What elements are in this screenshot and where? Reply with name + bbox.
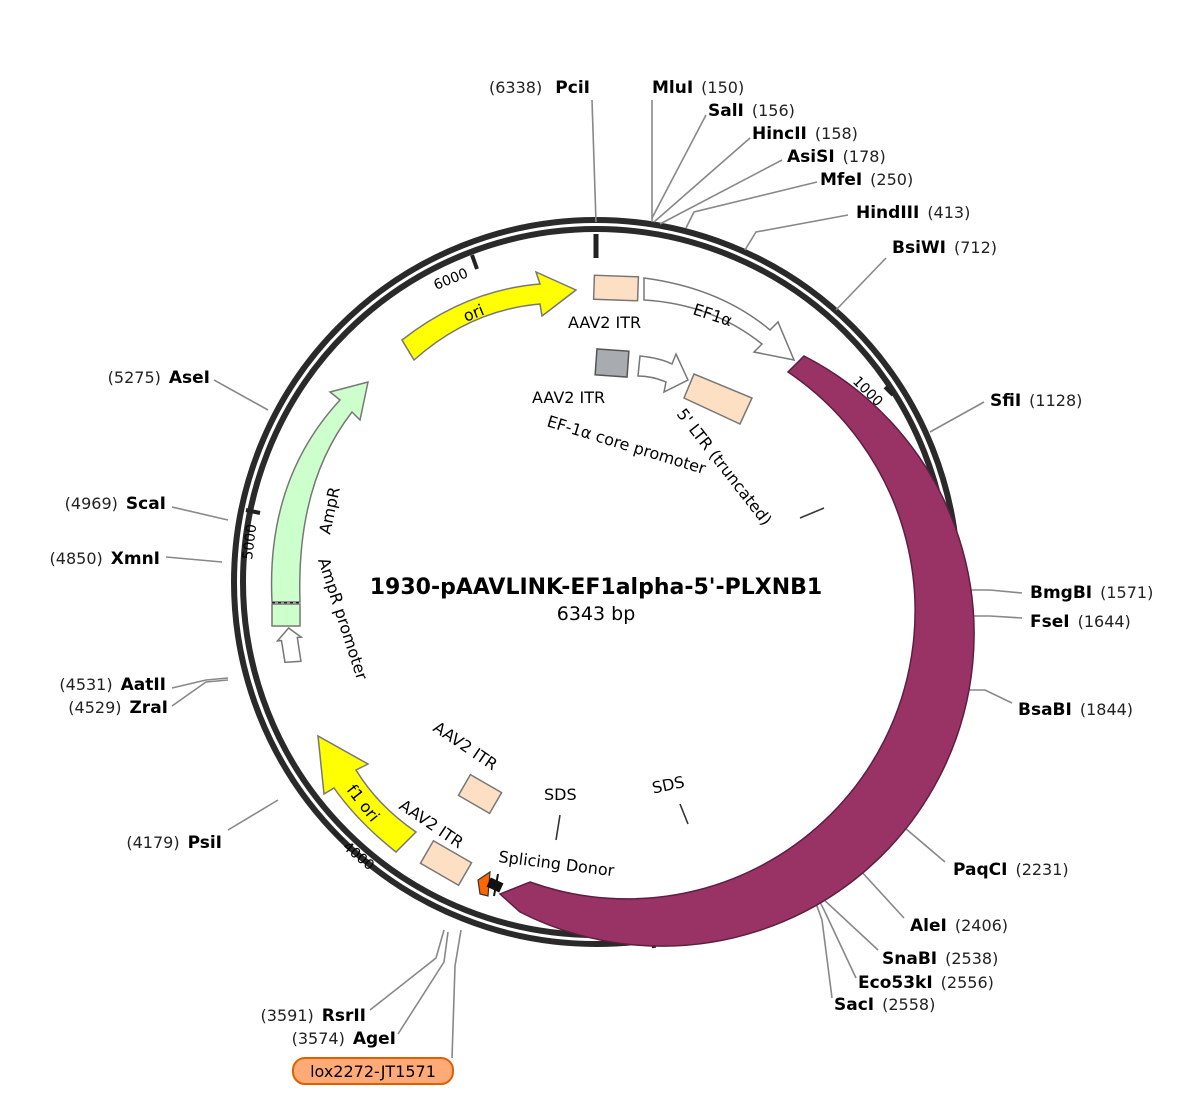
tick-mark-1000 [883,385,895,397]
ampr-label: AmpR [315,485,344,536]
ef1a-core-feature [637,352,689,394]
ampr-promoter-feature [275,627,304,664]
sds-label-right: SDS [650,772,686,797]
site-rsrii: (3591)RsrII [261,1006,366,1026]
site-mfei: MfeI(250) [820,170,913,190]
sds-marker-left [555,814,561,841]
leader-scai [171,506,229,521]
plasmid-length: 6343 bp [557,603,636,625]
site-saci: SacI(2558) [834,995,935,1015]
ampr-tail [271,603,301,627]
leader-eco53ki [815,893,857,979]
aav2-itr-bottom-upper [457,773,503,815]
leader-bsiwi [835,257,887,311]
lox-orange-marker [477,870,491,897]
leader-alei [859,869,905,919]
site-agei: (3574)AgeI [292,1029,396,1049]
site-bmgbi: BmgBI(1571) [1030,583,1153,603]
aav2-itr-top-label: AAV2 ITR [568,313,641,332]
leader-pcii [591,99,597,223]
site-zrai: (4529)ZraI [68,698,168,718]
site-hincii: HincII(158) [752,124,858,144]
leader-asei [213,379,269,411]
tick-label-5000: 5000 [240,523,260,560]
site-xmni: (4850)XmnI [50,549,160,569]
ampr-feature [270,380,369,603]
leader-rsrii [369,929,445,1011]
leader-sali [651,114,707,219]
site-psii: (4179)PsiI [126,833,222,853]
plasmid-title: 1930-pAAVLINK-EF1alpha-5'-PLXNB1 [370,575,822,600]
leader-xmni [165,556,223,563]
site-hindiii: HindIII(413) [856,203,970,223]
leader-mfei [685,181,818,229]
site-asei: (5275)AseI [108,368,210,388]
ef1a-feature [643,277,796,362]
leader-lox [451,929,462,1059]
aav2-itr-gray [594,348,630,378]
plxnb1-feature [498,355,975,947]
ltr-leader [799,507,825,519]
site-aatii: (4531)AatII [59,675,166,695]
sds-label-left: SDS [544,785,577,804]
site-scai: (4969)ScaI [65,494,166,514]
leader-agei [397,931,449,1035]
leader-hincii [653,137,751,223]
lox-tick-a [493,873,499,897]
leader-psii [227,799,279,831]
lox-badge [292,1057,454,1085]
tick-mark-5000 [245,508,261,515]
leader-saci [813,897,833,999]
site-snabi: SnaBI(2538) [882,949,998,969]
leader-hindiii [744,214,849,251]
aav2-itr-bottom-lower [419,839,473,887]
site-sfii: SfiI(1128) [990,391,1082,411]
aav2-itr-bottom-upper-label: AAV2 ITR [430,718,501,775]
ori-feature [401,270,578,362]
site-bsabi: BsaBI(1844) [1018,700,1133,720]
site-paqci: PaqCI(2231) [953,860,1069,880]
leader-sfii [929,401,985,433]
aav2-itr-gray-label: AAV2 ITR [532,388,605,407]
lox-badge-label: lox2272-JT1571 [310,1062,436,1081]
splicing-donor-label: Splicing Donor [498,847,616,880]
site-bsiwi: BsiWI(712) [892,238,997,258]
site-asisi: AsiSI(178) [787,147,886,167]
site-sali: SalI(156) [708,101,795,121]
site-mlui: MluI(150) [652,78,744,98]
site-fsei: FseI(1644) [1030,612,1131,632]
ampr-promoter-label: AmpR promoter [314,555,371,682]
site-alei: AleI(2406) [910,916,1008,936]
leader-asisi [659,159,783,225]
tick-mark-6000 [470,254,479,270]
tick-mark-4000 [331,829,345,842]
f1-ori-feature [317,734,418,854]
site-pcii: (6338) PciI [489,78,590,98]
leader-zrai [171,679,229,707]
ltr-feature [683,373,754,425]
site-labels: (6338) PciI MluI(150) SalI(156) HincII(1… [50,78,1154,1049]
leader-aatii [171,677,229,689]
site-eco53ki: Eco53kI(2556) [858,973,994,993]
sds-marker-right [679,803,689,825]
aav2-itr-top [592,274,640,302]
